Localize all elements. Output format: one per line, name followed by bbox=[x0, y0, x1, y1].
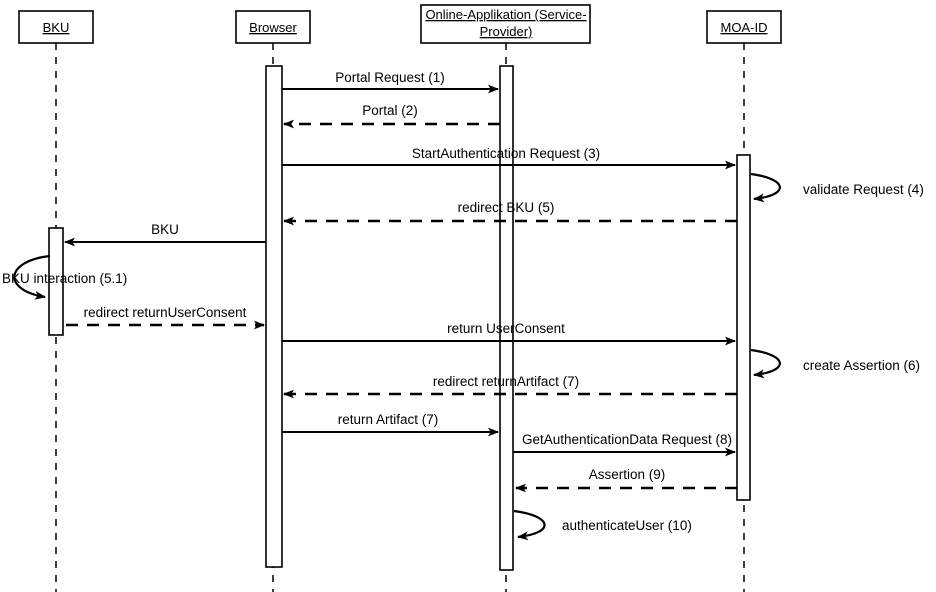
message-label-authenticateuser: authenticateUser (10) bbox=[562, 518, 692, 533]
participant-box-browser[interactable] bbox=[235, 10, 311, 44]
activation-bars bbox=[48, 65, 751, 571]
participant-box-bku[interactable] bbox=[18, 10, 94, 44]
message-arrow-authenticateuser bbox=[513, 509, 546, 541]
participant-browser[interactable]: Browser bbox=[235, 10, 311, 44]
participant-label-bku: BKU bbox=[43, 20, 70, 35]
message-validate-request[interactable]: validate Request (4) bbox=[750, 172, 924, 203]
message-label-bku: BKU bbox=[151, 222, 179, 237]
message-label-create-assertion: create Assertion (6) bbox=[803, 358, 920, 373]
message-portal[interactable]: Portal (2) bbox=[283, 103, 500, 129]
message-getauthenticationdata-request[interactable]: GetAuthenticationData Request (8) bbox=[513, 432, 736, 457]
message-label-startauthentication-request: StartAuthentication Request (3) bbox=[412, 146, 600, 161]
message-redirect-bku[interactable]: redirect BKU (5) bbox=[283, 200, 737, 226]
message-label-portal: Portal (2) bbox=[362, 103, 418, 118]
message-portal-request[interactable]: Portal Request (1) bbox=[282, 70, 499, 94]
message-redirect-returnartifact[interactable]: redirect returnArtifact (7) bbox=[283, 374, 737, 399]
activation-bar-bku bbox=[48, 227, 64, 336]
message-label-return-userconsent: return UserConsent bbox=[447, 321, 565, 336]
message-label-assertion: Assertion (9) bbox=[589, 467, 666, 482]
message-label-redirect-returnuserconsent: redirect returnUserConsent bbox=[84, 305, 247, 320]
activation-bar-moaid bbox=[736, 154, 751, 501]
participant-moaid[interactable]: MOA-ID bbox=[706, 10, 782, 44]
message-redirect-returnuserconsent[interactable]: redirect returnUserConsent bbox=[66, 305, 265, 330]
message-arrow-bku-interaction bbox=[13, 254, 51, 300]
message-label-bku-interaction: BKU interaction (5.1) bbox=[2, 271, 127, 286]
message-assertion[interactable]: Assertion (9) bbox=[515, 467, 737, 493]
participant-label-oa-line2: Provider) bbox=[480, 24, 533, 39]
message-return-userconsent[interactable]: return UserConsent bbox=[282, 321, 736, 346]
message-label-getauthenticationdata-request: GetAuthenticationData Request (8) bbox=[522, 432, 732, 447]
participant-label-oa-line1: Online-Applikation (Service- bbox=[425, 7, 586, 22]
participant-box-oa[interactable] bbox=[420, 4, 591, 44]
activation-bar-oa bbox=[499, 65, 514, 571]
participant-oa[interactable]: Online-Applikation (Service- Provider) bbox=[420, 4, 591, 44]
message-label-validate-request: validate Request (4) bbox=[803, 182, 924, 197]
message-bku-interaction[interactable]: BKU interaction (5.1) bbox=[2, 254, 127, 300]
participant-bku[interactable]: BKU bbox=[18, 10, 94, 44]
participant-label-browser: Browser bbox=[249, 20, 297, 35]
message-bku[interactable]: BKU bbox=[64, 222, 266, 247]
message-label-redirect-bku: redirect BKU (5) bbox=[458, 200, 555, 215]
participant-label-moaid: MOA-ID bbox=[721, 20, 768, 35]
message-label-return-artifact: return Artifact (7) bbox=[338, 412, 439, 427]
message-authenticateuser[interactable]: authenticateUser (10) bbox=[513, 509, 692, 541]
message-label-redirect-returnartifact: redirect returnArtifact (7) bbox=[433, 374, 579, 389]
message-arrow-create-assertion bbox=[750, 348, 781, 379]
message-label-portal-request: Portal Request (1) bbox=[335, 70, 445, 85]
message-create-assertion[interactable]: create Assertion (6) bbox=[750, 348, 920, 379]
participant-box-moaid[interactable] bbox=[706, 10, 782, 44]
message-arrow-validate-request bbox=[750, 172, 781, 203]
activation-bar-browser bbox=[265, 65, 283, 568]
message-return-artifact[interactable]: return Artifact (7) bbox=[282, 412, 499, 437]
message-startauthentication-request[interactable]: StartAuthentication Request (3) bbox=[282, 146, 736, 170]
